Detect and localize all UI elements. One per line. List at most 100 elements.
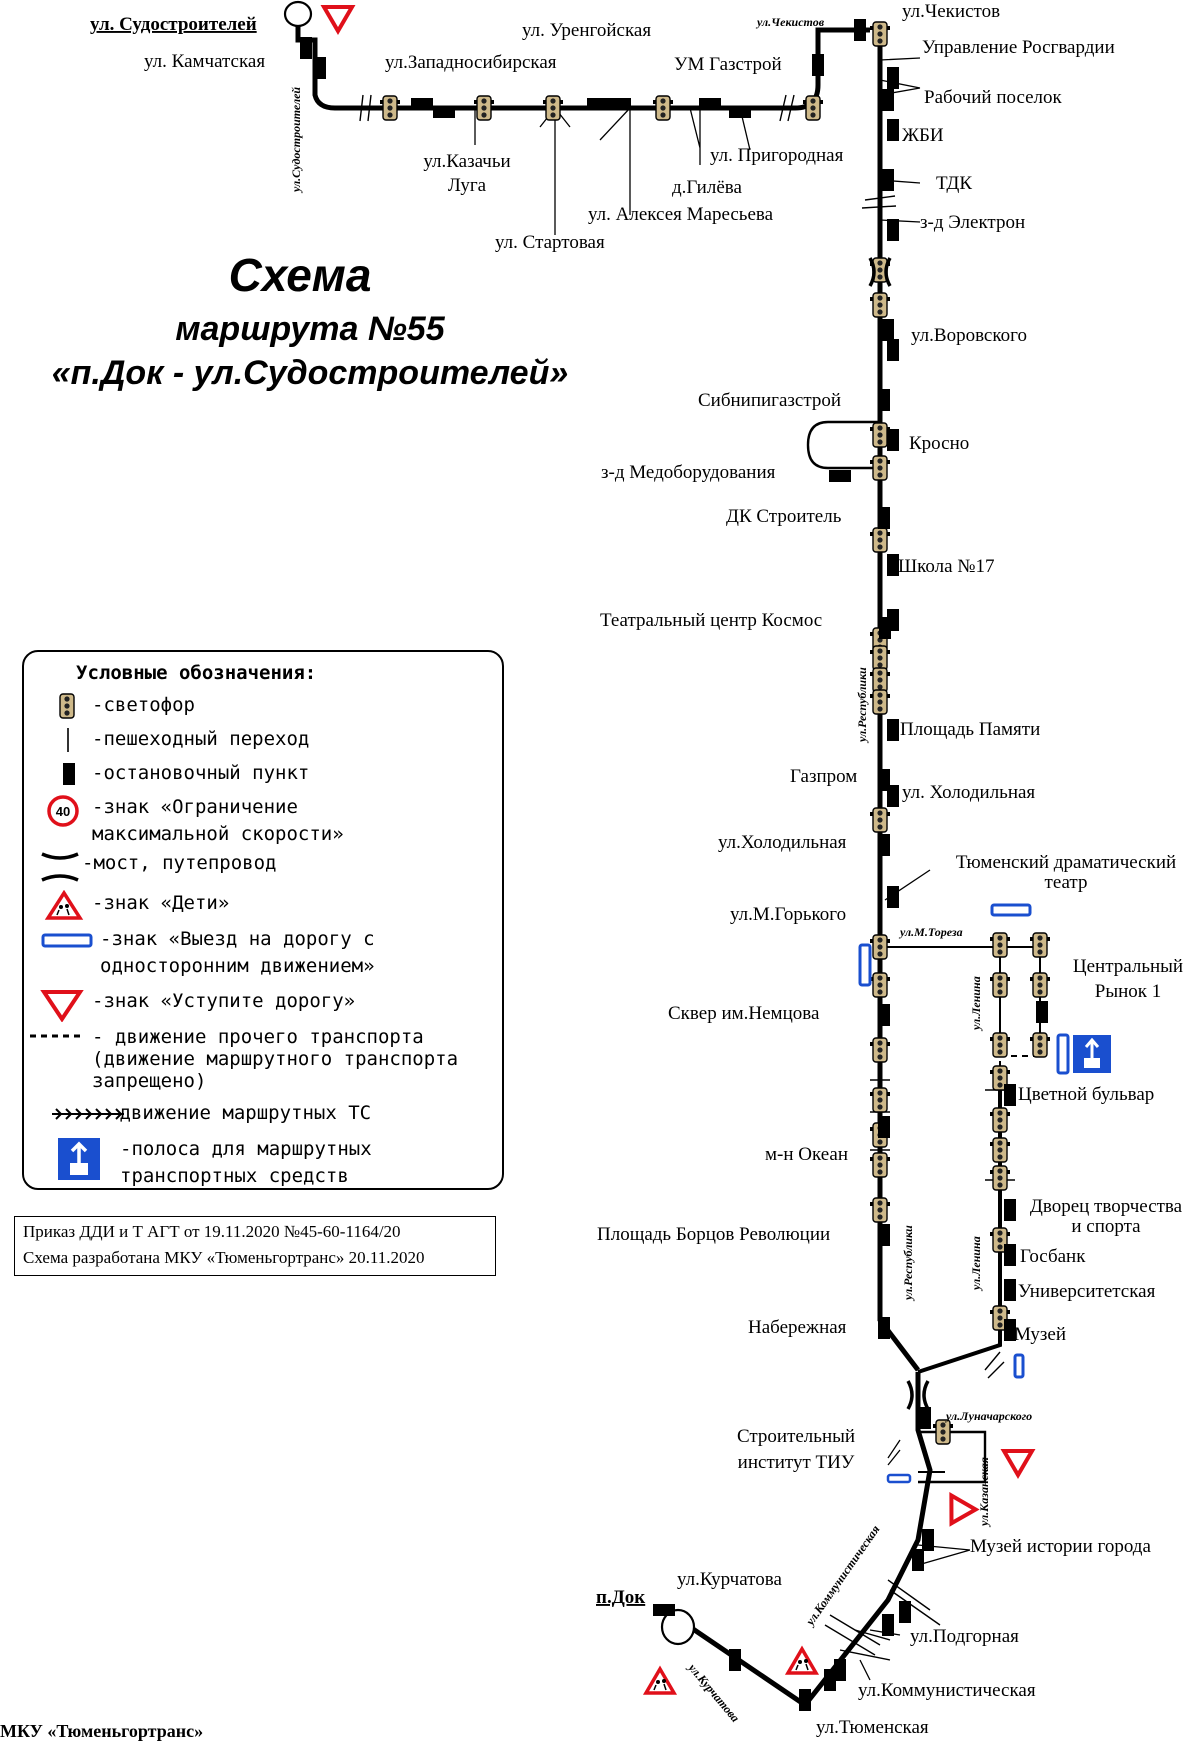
legend-text: -знак «Ограничение максимальной скорости… bbox=[92, 796, 344, 845]
title-line3: «п.Док - ул.Судостроителей» bbox=[51, 354, 569, 392]
traffic-light-icon bbox=[59, 693, 75, 719]
legend-header: Условные обозначения: bbox=[76, 662, 317, 684]
stop-holodilnaya-e: ул. Холодильная bbox=[902, 782, 1035, 803]
order-box: Приказ ДДИ и Т АГТ от 19.11.2020 №45-60-… bbox=[14, 1216, 496, 1276]
bus-stop-icon bbox=[63, 763, 75, 785]
stop-elektron: з-д Электрон bbox=[920, 212, 1025, 233]
crosswalk-icon bbox=[67, 728, 69, 752]
stop-maresyeva: ул. Алексея Маресьева bbox=[588, 204, 774, 225]
stop-kazachi-luga-line2: Луга bbox=[448, 175, 487, 196]
stop-dvorec-line2: и спорта bbox=[1071, 1216, 1141, 1237]
stop-dvorec-line: Дворец творчества bbox=[1030, 1196, 1183, 1217]
stop-tiu: Строительный институт ТИУ bbox=[737, 1426, 855, 1473]
stop-gosbank: Госбанк bbox=[1020, 1246, 1086, 1267]
stop-tdk: ТДК bbox=[936, 173, 972, 194]
stop-gileva: д.Гилёва bbox=[672, 177, 742, 198]
speed-limit-icon: 40 bbox=[47, 795, 79, 827]
stop-holodilnaya-w: ул.Холодильная bbox=[718, 832, 847, 853]
stop-rynok-line2: Рынок 1 bbox=[1095, 981, 1161, 1002]
legend-box: Условные обозначения: -светофор -пешеход… bbox=[22, 650, 504, 1190]
stop-urengoyskaya: ул. Уренгойская bbox=[522, 20, 651, 41]
stop-zhbi: ЖБИ bbox=[902, 125, 944, 146]
yield-sign-icon bbox=[40, 990, 84, 1022]
stop-zapadnosibirskaya: ул.Западносибирская bbox=[385, 52, 557, 73]
stop-vorovskogo: ул.Воровского bbox=[911, 325, 1027, 346]
legend-text: -пешеходный переход bbox=[92, 728, 310, 750]
stop-dk-stroitel: ДК Строитель bbox=[726, 506, 842, 527]
title-line1: Схема bbox=[228, 249, 372, 301]
street-kommunisticheskaya: ул.Коммунистическая bbox=[802, 1523, 883, 1630]
terminal-north: ул. Судостроителей bbox=[90, 14, 257, 35]
stop-kosmos: Театральный центр Космос bbox=[600, 610, 822, 631]
children-sign-icon bbox=[44, 890, 84, 920]
order-line2: Схема разработана МКУ «Тюменьгортранс» 2… bbox=[23, 1248, 425, 1267]
stop-medoborudovaniya: з-д Медоборудования bbox=[601, 462, 776, 483]
legend-text: -светофор bbox=[92, 694, 195, 716]
legend-text: -движение маршрутных ТС bbox=[108, 1102, 372, 1124]
stop-kurchatova: ул.Курчатова bbox=[677, 1569, 782, 1590]
bridge-icon bbox=[41, 852, 79, 882]
stop-kamchatskaya: ул. Камчатская bbox=[144, 51, 265, 72]
stop-tiu-line: Строительный bbox=[737, 1426, 855, 1447]
street-toreza: ул.М.Тореза bbox=[898, 925, 963, 939]
route-arrows-icon bbox=[52, 1108, 124, 1120]
road-signs bbox=[322, 5, 1111, 1695]
stop-shkola17: Школа №17 bbox=[898, 556, 994, 577]
stop-borcov: Площадь Борцов Революции bbox=[597, 1224, 830, 1245]
stop-sibnipigazstroy: Сибнипигазстрой bbox=[698, 390, 841, 411]
stop-podgornaya: ул.Подгорная bbox=[910, 1626, 1019, 1647]
street-lenina-1: ул.Ленина bbox=[969, 976, 983, 1032]
order-line1: Приказ ДДИ и Т АГТ от 19.11.2020 №45-60-… bbox=[23, 1222, 401, 1241]
stop-gazprom: Газпром bbox=[790, 766, 857, 787]
street-sudostroiteley: ул.Судостроителей bbox=[289, 87, 303, 194]
stop-rabochiy: Рабочий поселок bbox=[924, 87, 1063, 108]
stop-muzey-istorii: Музей истории города bbox=[970, 1536, 1151, 1557]
stop-um-gazstroy: УМ Газстрой bbox=[674, 54, 782, 75]
speed-limit-value: 40 bbox=[56, 804, 70, 819]
stop-chekistov: ул.Чекистов bbox=[902, 1, 1000, 22]
street-respubliki-1: ул.Республики bbox=[855, 667, 869, 744]
stop-bulvar: Цветной бульвар bbox=[1018, 1084, 1154, 1105]
stop-drama-line: Тюменский драматический bbox=[956, 852, 1176, 873]
stop-muzey: Музей bbox=[1014, 1324, 1066, 1345]
stop-universitetskaya: Университетская bbox=[1018, 1281, 1156, 1302]
stop-drama-line2: театр bbox=[1045, 872, 1088, 893]
legend-text: -знак «Дети» bbox=[92, 892, 230, 914]
title-line2: маршрута №55 bbox=[175, 310, 445, 348]
stop-rosgvardiya: Управление Росгвардии bbox=[922, 37, 1115, 58]
street-chekistov: ул.Чекистов bbox=[755, 15, 825, 29]
legend-text: -полоса для маршрутных транспортных сред… bbox=[120, 1138, 372, 1187]
legend-text: -знак «Выезд на дорогу с односторонним д… bbox=[100, 928, 375, 977]
street-lunacharskogo: ул.Луначарского bbox=[944, 1409, 1032, 1423]
one-way-entry-sign-icon bbox=[41, 933, 93, 948]
stop-naberezhnaya: Набережная bbox=[748, 1317, 847, 1338]
stop-krosno: Кросно bbox=[909, 433, 969, 454]
dashed-line-icon bbox=[30, 1034, 82, 1038]
footer-org: МКУ «Тюменьгортранс» bbox=[0, 1721, 204, 1741]
stop-kazachi-luga-line: ул.Казачьи bbox=[423, 151, 510, 172]
stop-kommunisticheskaya: ул.Коммунистическая bbox=[858, 1680, 1036, 1701]
legend-text: - движение прочего транспорта (движение … bbox=[92, 1026, 459, 1092]
stop-gorkogo: ул.М.Горького bbox=[730, 904, 846, 925]
street-lenina-2: ул.Ленина bbox=[969, 1236, 983, 1292]
street-respubliki-2: ул.Республики bbox=[901, 1225, 915, 1302]
stop-rynok-line: Центральный bbox=[1073, 956, 1183, 977]
stop-okean: м-н Океан bbox=[765, 1144, 848, 1165]
legend-text: -остановочный пункт bbox=[92, 762, 310, 784]
terminal-south: п.Док bbox=[596, 1587, 645, 1608]
stop-tyumenskaya: ул.Тюменская bbox=[816, 1717, 929, 1738]
stop-pamyati: Площадь Памяти bbox=[900, 719, 1040, 740]
legend-text: -знак «Уступите дорогу» bbox=[92, 990, 356, 1012]
legend-text: -мост, путепровод bbox=[82, 852, 277, 874]
bus-lane-sign-icon bbox=[58, 1138, 100, 1180]
stop-nemcova: Сквер им.Немцова bbox=[668, 1003, 820, 1024]
stop-startovaya: ул. Стартовая bbox=[495, 232, 605, 253]
stop-prigorodnaya: ул. Пригородная bbox=[710, 145, 844, 166]
street-kazanskaya: ул.Казанская bbox=[977, 1457, 991, 1528]
stop-tiu-line2: институт ТИУ bbox=[738, 1452, 855, 1473]
